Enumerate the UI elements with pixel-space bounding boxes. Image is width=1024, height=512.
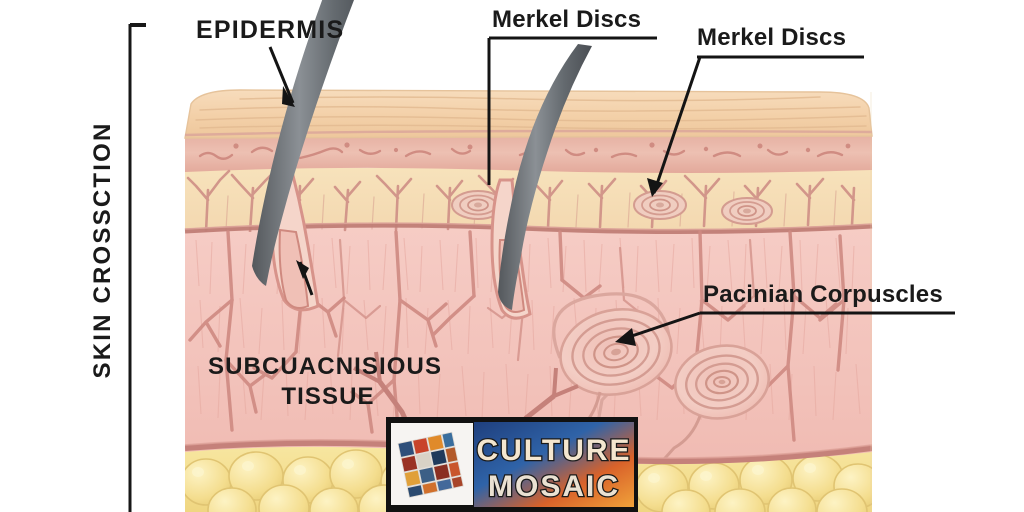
leader-merkel-2 — [647, 55, 864, 197]
pacinian-corpuscle-2 — [656, 344, 771, 467]
culture-mosaic-logo: CULTURE MOSAIC — [386, 417, 638, 512]
hair-shaft-2 — [498, 44, 592, 310]
label-merkel-discs-1: Merkel Discs — [492, 6, 642, 33]
label-subcutaneous-line1: SUBCUACNISIOUS — [208, 353, 443, 380]
wordmark-line2: MOSAIC — [488, 470, 620, 503]
label-merkel-discs-2: Merkel Discs — [697, 24, 847, 51]
label-epidermis: EPIDERMIS — [196, 16, 345, 44]
wordmark-line1: CULTURE — [476, 434, 631, 467]
mosaic-tiles-image — [391, 423, 473, 505]
leader-pacinian — [615, 311, 955, 346]
leader-hair-follicle — [296, 260, 314, 296]
culture-mosaic-wordmark: CULTURE MOSAIC — [474, 422, 634, 507]
hair-shaft-1 — [252, 0, 354, 286]
merkel-disc-3 — [721, 197, 773, 225]
merkel-disc-1 — [451, 190, 505, 220]
epidermal-capillaries — [198, 144, 844, 160]
label-pacinian-corpuscles: Pacinian Corpuscles — [703, 281, 943, 308]
corneum-basal-line — [184, 129, 873, 137]
label-subcutaneous-tissue: SUBCUACNISIOUS TISSUE — [208, 352, 448, 412]
leader-merkel-1 — [487, 36, 657, 185]
merkel-disc-2 — [633, 190, 687, 220]
dermis-vessel-tree — [188, 230, 846, 454]
leader-epidermis — [268, 46, 295, 107]
label-subcutaneous-line2: TISSUE — [281, 383, 375, 410]
skin-crosssection-bracket — [128, 23, 146, 512]
label-skin-crosssection: SKIN CROSSCTION — [89, 121, 116, 379]
annotation-leaders — [268, 36, 955, 346]
